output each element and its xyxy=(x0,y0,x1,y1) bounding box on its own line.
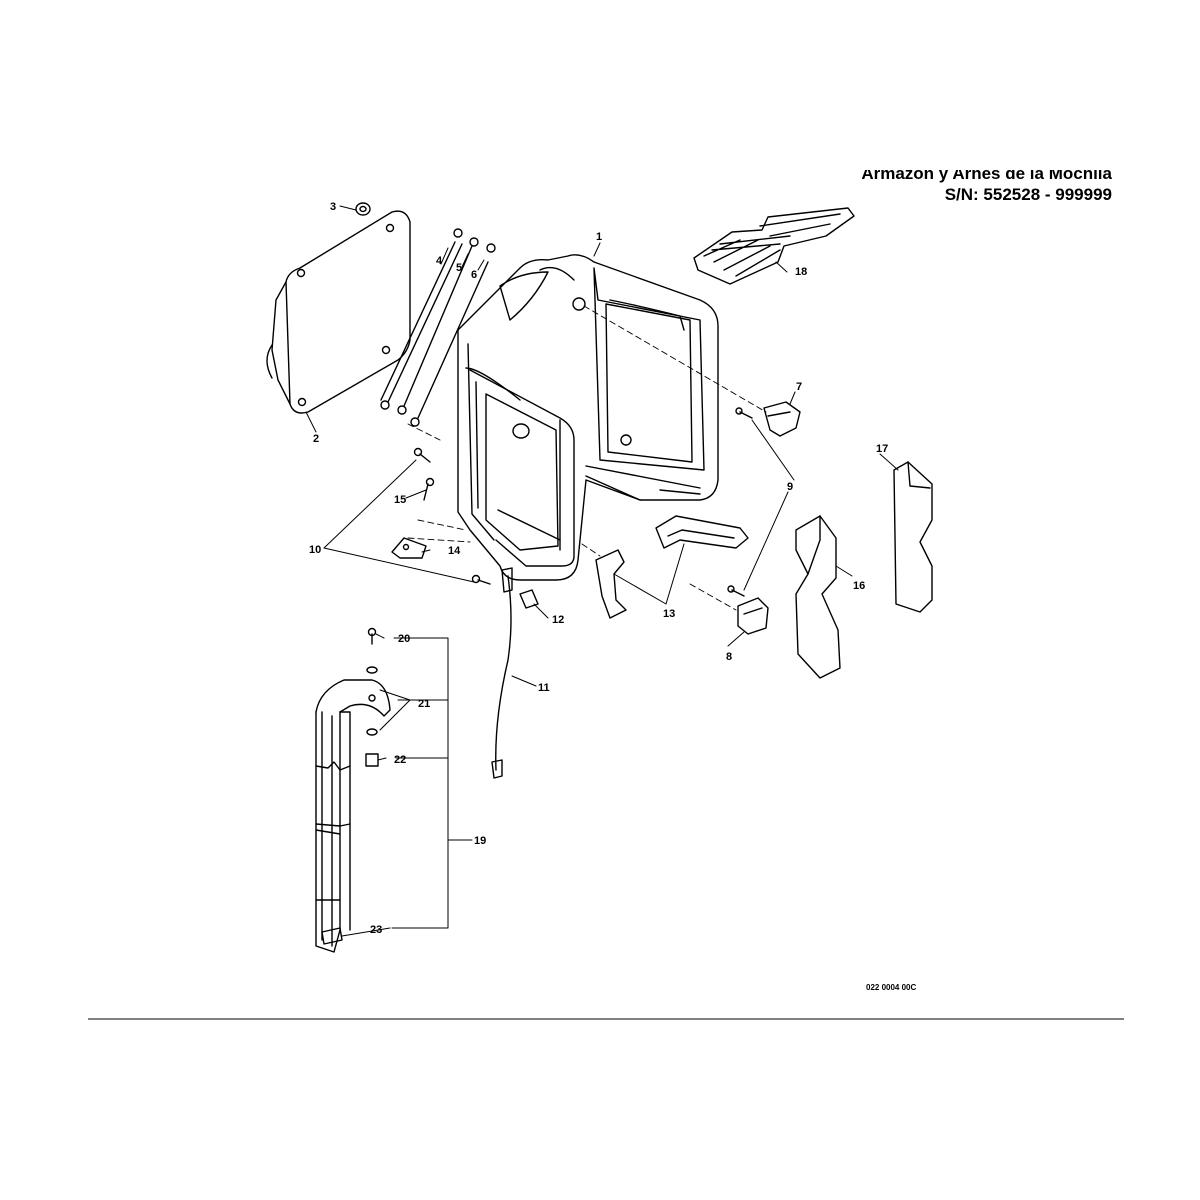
callout-6: 6 xyxy=(471,269,477,281)
callout-7: 7 xyxy=(796,381,802,393)
part-4-rod xyxy=(380,228,463,410)
title-line-2: S/N: 552528 - 999999 xyxy=(944,185,1112,204)
part-1-main-frame xyxy=(457,254,719,581)
callout-16: 16 xyxy=(853,580,865,592)
callout-21: 21 xyxy=(418,698,430,710)
part-19-harness-strap xyxy=(315,679,391,953)
callout-18: 18 xyxy=(795,266,807,278)
center-lines xyxy=(407,305,767,611)
callout-12: 12 xyxy=(552,614,564,626)
part-11-strap-cable xyxy=(491,567,513,779)
part-9-bolt xyxy=(727,407,753,597)
part-3-grommet xyxy=(355,202,371,216)
callout-10: 10 xyxy=(309,544,321,556)
part-20-screw xyxy=(367,627,377,645)
callout-14: 14 xyxy=(448,545,461,557)
part-16-foam xyxy=(795,515,841,679)
part-8-bracket xyxy=(737,597,769,635)
callout-1: 1 xyxy=(596,231,602,243)
part-10-bolt xyxy=(413,447,491,585)
part-15-screw xyxy=(423,477,435,501)
callout-2: 2 xyxy=(313,433,319,445)
title-block: Armazón y Arnés de la Mochila S/N: 55252… xyxy=(861,170,1112,205)
callout-4: 4 xyxy=(436,255,443,267)
callout-11: 11 xyxy=(538,682,550,694)
leader-lines xyxy=(305,205,899,937)
callout-22: 22 xyxy=(394,754,406,766)
title-line-1-clipped: Armazón y Arnés de la Mochila xyxy=(861,170,1112,184)
callout-17: 17 xyxy=(876,443,888,455)
part-6-washer xyxy=(410,243,496,427)
callout-5: 5 xyxy=(456,262,462,274)
callout-9: 9 xyxy=(787,481,793,493)
callout-8: 8 xyxy=(726,651,732,663)
callout-19: 19 xyxy=(474,835,486,847)
part-22-nut xyxy=(365,753,379,767)
part-13-handle xyxy=(595,515,749,619)
part-5-bolt xyxy=(397,237,479,415)
part-2-cover-plate xyxy=(266,210,411,414)
callout-23: 23 xyxy=(370,924,382,936)
part-21-washer xyxy=(366,666,378,736)
part-18-mesh-pad xyxy=(693,207,855,285)
callout-15: 15 xyxy=(394,494,406,506)
callout-13: 13 xyxy=(663,608,675,620)
title-line-1: Armazón y Arnés de la Mochila xyxy=(861,170,1112,183)
part-14-clip xyxy=(391,537,427,559)
callout-3: 3 xyxy=(330,201,336,213)
part-12-pad xyxy=(519,589,539,609)
part-23-buckle xyxy=(321,927,343,945)
callout-20: 20 xyxy=(398,633,410,645)
part-17-foam xyxy=(893,461,933,613)
part-7-bracket xyxy=(763,401,801,437)
callout-labels: 1 2 3 4 5 6 7 8 9 10 11 12 13 14 15 16 1… xyxy=(309,201,916,992)
drawing-code: 022 0004 00C xyxy=(866,983,916,992)
